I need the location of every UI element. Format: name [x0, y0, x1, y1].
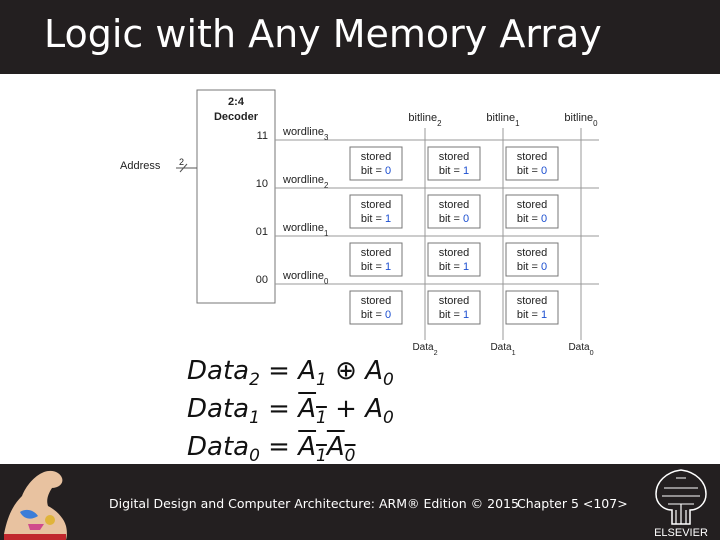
wordline-label-2: wordline2 [282, 174, 328, 190]
bitline-label-1: bitline1 [486, 112, 520, 128]
decoder-output-00: 00 [256, 274, 268, 286]
memory-cell-stored-label: stored [361, 151, 392, 163]
data-output-label-0: Data0 [568, 342, 593, 357]
diagram-grid-lines [176, 89, 599, 340]
chapter-page: Chapter 5 <107> [517, 496, 628, 511]
wordline-label-1: wordline1 [282, 222, 329, 238]
memory-cell-bit-value: bit = 1 [361, 213, 391, 225]
address-label: Address [120, 160, 161, 172]
memory-cell-bit-value: bit = 0 [361, 165, 391, 177]
data-output-label-2: Data2 [412, 342, 437, 357]
memory-cell [349, 242, 403, 277]
address-width-label: 2 [179, 157, 184, 167]
memory-cell-bit-value: bit = 0 [361, 309, 391, 321]
bitline-label-2: bitline2 [408, 112, 441, 128]
memory-cell-bit-value: bit = 0 [517, 261, 547, 273]
wordline-label-0: wordline0 [282, 270, 329, 286]
memory-cell-stored-label: stored [517, 295, 548, 307]
equation-data-1: Data1 = A1 + A0 [187, 394, 394, 429]
memory-cell-bit-value: bit = 1 [439, 261, 469, 273]
equation-data-0: Data0 = A1A0 [187, 432, 356, 467]
bitline-label-0: bitline0 [564, 112, 598, 128]
decoder-output-01: 01 [256, 226, 268, 238]
book-citation: Digital Design and Computer Architecture… [109, 496, 519, 511]
memory-cell-stored-label: stored [517, 151, 548, 163]
memory-cell [349, 194, 403, 229]
memory-cell-stored-label: stored [439, 247, 470, 259]
memory-cell [427, 290, 481, 325]
memory-cell-bit-value: bit = 1 [361, 261, 391, 273]
diagram-cells: stored bit = 0 stored bit = 1 stored bit = 0 s… [349, 146, 559, 325]
elsevier-logo: ELSEVIER [646, 464, 716, 540]
memory-cell-stored-label: stored [361, 247, 392, 259]
decoder-box [196, 89, 276, 304]
memory-cell-bit-value: bit = 0 [439, 213, 469, 225]
memory-cell [505, 146, 559, 181]
decoder-title: 2:4 [228, 96, 245, 108]
equation-data-2: Data2 = A1 ⊕ A0 [187, 356, 394, 391]
memory-cell-stored-label: stored [439, 295, 470, 307]
memory-cell-stored-label: stored [517, 247, 548, 259]
memory-cell [427, 242, 481, 277]
memory-array-diagram: stored bit = 0 stored bit = 1 stored bit = 0 s… [120, 89, 599, 357]
slide-title: Logic with Any Memory Array [44, 12, 602, 56]
memory-cell [505, 242, 559, 277]
memory-cell-stored-label: stored [439, 151, 470, 163]
memory-cell-stored-label: stored [361, 295, 392, 307]
memory-cell [505, 194, 559, 229]
memory-cell [427, 194, 481, 229]
address-bus-slash [179, 163, 188, 173]
title-bar: Logic with Any Memory Array [0, 0, 720, 74]
wordline-label-3: wordline3 [282, 126, 329, 142]
memory-cell-stored-label: stored [517, 199, 548, 211]
decoder-subtitle: Decoder [214, 111, 259, 123]
memory-cell-bit-value: bit = 0 [517, 213, 547, 225]
memory-cell [349, 290, 403, 325]
memory-cell [427, 146, 481, 181]
elsevier-wordmark: ELSEVIER [654, 527, 708, 539]
decoder-output-10: 10 [256, 178, 268, 190]
memory-cell-bit-value: bit = 1 [439, 309, 469, 321]
data-output-label-1: Data1 [490, 342, 515, 357]
memory-cell-bit-value: bit = 1 [517, 309, 547, 321]
muscle-arm-logo [4, 470, 67, 540]
memory-cell [505, 290, 559, 325]
memory-cell-bit-value: bit = 1 [439, 165, 469, 177]
memory-cell-stored-label: stored [439, 199, 470, 211]
footer-bar: Digital Design and Computer Architecture… [0, 464, 720, 540]
decoder-output-11: 11 [257, 130, 268, 142]
memory-cell-bit-value: bit = 0 [517, 165, 547, 177]
memory-cell-stored-label: stored [361, 199, 392, 211]
memory-cell [349, 146, 403, 181]
